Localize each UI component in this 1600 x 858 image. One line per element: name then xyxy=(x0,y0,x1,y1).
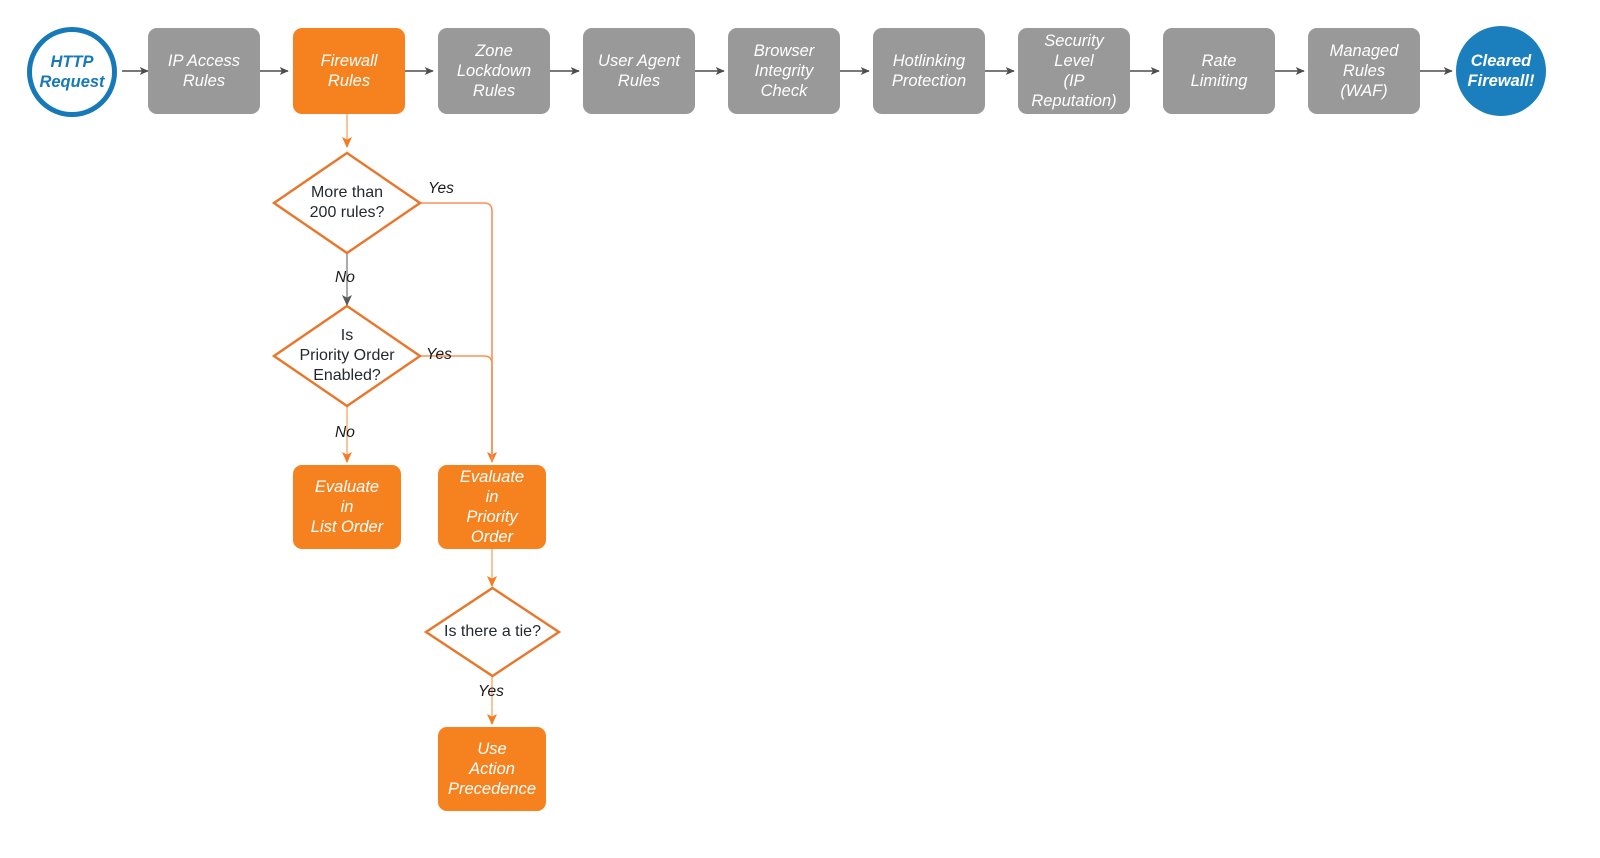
edge-label-no-200-rules: No xyxy=(335,269,355,286)
decision-is-there-a-tie[interactable]: Is there a tie? xyxy=(424,586,561,678)
edge-label-yes-priority-order: Yes xyxy=(426,346,452,363)
stage-label: Managed Rules (WAF) xyxy=(1329,41,1399,101)
outcome-evaluate-in-list-order[interactable]: Evaluate in List Order xyxy=(293,465,401,549)
outcome-label: Evaluate in Priority Order xyxy=(459,467,525,547)
decision-label: Is Priority Order Enabled? xyxy=(299,327,395,384)
stage-label: Firewall Rules xyxy=(320,51,378,90)
stage-security-level[interactable]: Security Level (IP Reputation) xyxy=(1018,28,1130,114)
stage-firewall-rules[interactable]: Firewall Rules xyxy=(293,28,405,114)
stage-user-agent-rules[interactable]: User Agent Rules xyxy=(583,28,695,114)
end-node-cleared-firewall[interactable]: Cleared Firewall! xyxy=(1456,26,1546,116)
edge-label-yes-tie: Yes xyxy=(478,683,504,700)
stage-label: IP Access Rules xyxy=(167,51,241,90)
decision-label: Is there a tie? xyxy=(444,623,541,640)
end-node-label: Cleared Firewall! xyxy=(1467,51,1535,90)
stage-zone-lockdown-rules[interactable]: Zone Lockdown Rules xyxy=(438,28,550,114)
stage-label: Zone Lockdown Rules xyxy=(456,41,532,101)
stage-browser-integrity-check[interactable]: Browser Integrity Check xyxy=(728,28,840,114)
decision-is-priority-order-enabled[interactable]: Is Priority Order Enabled? xyxy=(272,304,422,408)
stage-label: Hotlinking Protection xyxy=(891,51,967,90)
start-node-label: HTTP Request xyxy=(39,52,105,91)
outcome-label: Use Action Precedence xyxy=(447,739,537,799)
edge-d2-yes-to-priority-order xyxy=(418,355,493,462)
outcome-label: Evaluate in List Order xyxy=(310,477,384,537)
stage-rate-limiting[interactable]: Rate Limiting xyxy=(1163,28,1275,114)
diamond-shape xyxy=(424,586,561,678)
stage-label: Rate Limiting xyxy=(1190,51,1248,90)
diamond-shape xyxy=(272,304,422,408)
stage-managed-rules-waf[interactable]: Managed Rules (WAF) xyxy=(1308,28,1420,114)
decision-label: More than 200 rules? xyxy=(309,184,385,221)
stage-ip-access-rules[interactable]: IP Access Rules xyxy=(148,28,260,114)
stage-label: Security Level (IP Reputation) xyxy=(1031,31,1117,111)
edge-label-no-priority-order: No xyxy=(335,424,355,441)
start-node-http-request[interactable]: HTTP Request xyxy=(27,27,117,117)
stage-hotlinking-protection[interactable]: Hotlinking Protection xyxy=(873,28,985,114)
diamond-shape xyxy=(272,151,422,255)
decision-more-than-200-rules[interactable]: More than 200 rules? xyxy=(272,151,422,255)
edge-label-yes-200-rules: Yes xyxy=(428,180,454,197)
outcome-use-action-precedence[interactable]: Use Action Precedence xyxy=(438,727,546,811)
stage-label: Browser Integrity Check xyxy=(753,41,815,101)
outcome-evaluate-in-priority-order[interactable]: Evaluate in Priority Order xyxy=(438,465,546,549)
edge-d1-yes-to-priority-order xyxy=(418,202,497,463)
stage-label: User Agent Rules xyxy=(598,51,680,90)
